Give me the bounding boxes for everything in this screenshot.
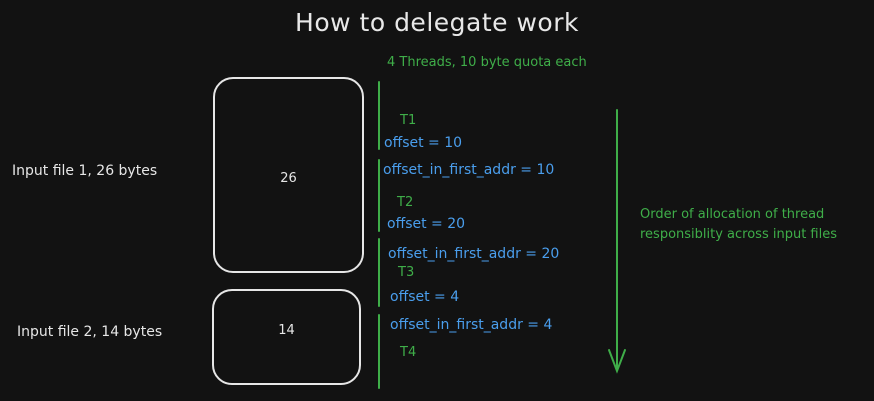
thread-3-offset: offset = 4 xyxy=(390,289,460,305)
input-file-2-size: 14 xyxy=(278,323,295,338)
order-note-line-1: Order of allocation of thread xyxy=(640,207,825,222)
input-file-1-label: Input file 1, 26 bytes xyxy=(12,163,158,179)
thread-2-offset-in-first-addr: offset_in_first_addr = 10 xyxy=(383,162,555,178)
thread-1-name: T1 xyxy=(400,113,417,128)
thread-1-offset: offset = 10 xyxy=(384,135,463,151)
input-file-1-box: 26 xyxy=(213,77,364,273)
order-note-line-2: responsiblity across input files xyxy=(640,227,838,242)
input-file-2-label: Input file 2, 14 bytes xyxy=(17,324,163,340)
order-arrow-head xyxy=(608,349,626,374)
thread-3-offset-in-first-addr: offset_in_first_addr = 20 xyxy=(388,246,560,262)
diagram-title: How to delegate work xyxy=(295,8,579,37)
thread-2-offset: offset = 20 xyxy=(387,216,466,232)
input-file-1-size: 26 xyxy=(280,171,297,186)
thread-4-offset-in-first-addr: offset_in_first_addr = 4 xyxy=(390,317,553,333)
threads-subtitle: 4 Threads, 10 byte quota each xyxy=(387,55,587,70)
input-file-2-box: 14 xyxy=(212,289,361,385)
thread-4-name: T4 xyxy=(400,345,417,360)
thread-3-name: T3 xyxy=(398,265,415,280)
thread-2-name: T2 xyxy=(397,195,414,210)
